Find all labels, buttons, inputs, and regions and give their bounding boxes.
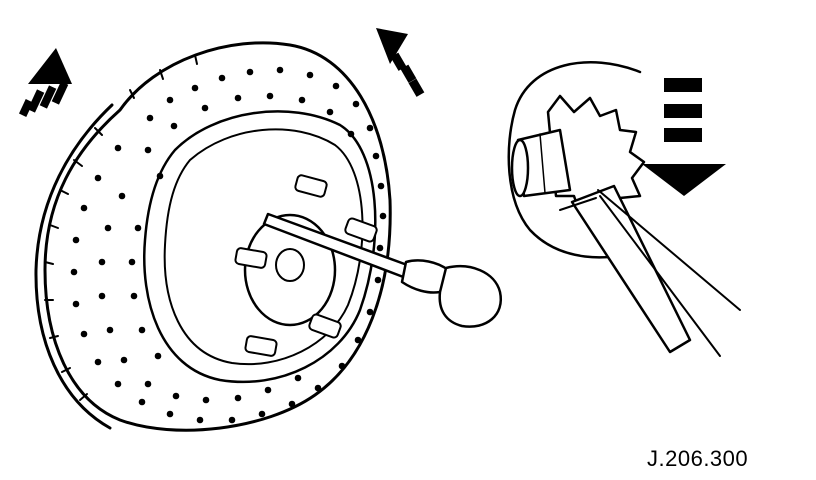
figure-reference-code: J.206.300 (647, 446, 749, 471)
rotation-arrow-top (376, 28, 425, 97)
brake-disc (34, 41, 392, 432)
rotation-arrow-left (18, 48, 72, 117)
adjuster-detail-view (507, 61, 741, 357)
screwdriver (262, 212, 503, 328)
push-down-arrow (642, 78, 726, 196)
